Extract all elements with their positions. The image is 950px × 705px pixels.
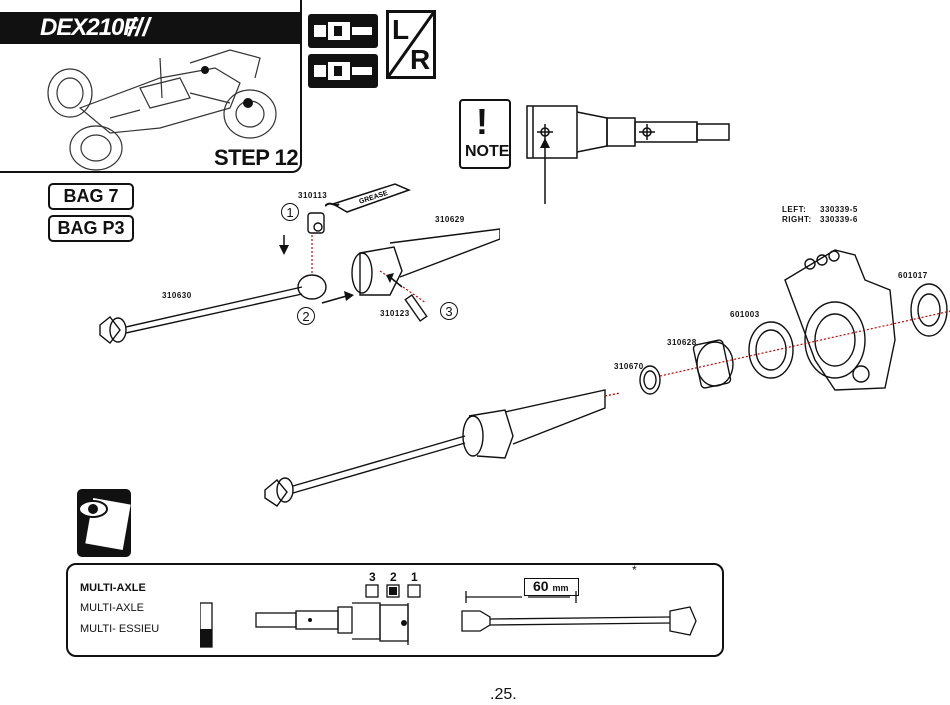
side-indicator-top	[308, 14, 378, 48]
brand-slashes-decoration: ///	[128, 12, 150, 42]
part-number-310123: 310123	[380, 309, 410, 318]
order-number: 3	[369, 570, 376, 584]
eye-view-icon	[77, 489, 131, 557]
note-detail-drawing	[526, 105, 730, 204]
lr-divider	[386, 11, 436, 78]
order-number: 2	[390, 570, 397, 584]
side-indicator-bottom	[308, 54, 378, 88]
asterisk: *	[632, 563, 637, 577]
brand-logo: DEX210F	[40, 14, 138, 41]
part-number-601003: 601003	[730, 310, 760, 319]
step-marker-1: 1	[281, 203, 299, 221]
part-number-310628: 310628	[667, 338, 697, 347]
right-label: RIGHT:	[782, 215, 812, 224]
part-number-310630: 310630	[162, 291, 192, 300]
callout-title-alt: MULTI-AXLE	[80, 602, 144, 614]
multi-axle-callout	[66, 563, 724, 657]
part-number-310113: 310113	[298, 191, 328, 200]
left-part-number: 330339-5	[820, 205, 858, 214]
callout-title: MULTI-AXLE	[80, 582, 146, 594]
left-letter: L	[392, 14, 410, 45]
left-label: LEFT:	[782, 205, 807, 214]
step-marker-2: 2	[297, 307, 315, 325]
bag-label: BAG P3	[48, 215, 134, 242]
grease-tube-icon: GREASE	[325, 183, 412, 213]
right-part-number: 330339-6	[820, 215, 858, 224]
step-header-panel	[0, 0, 302, 173]
step-marker-3: 3	[440, 302, 458, 320]
axle-pictogram-icon	[314, 62, 372, 80]
exclamation-icon: !	[476, 101, 488, 142]
axle-pictogram-icon	[314, 22, 372, 40]
length-indicator: 60 mm	[524, 578, 579, 596]
part-number-310670: 310670	[614, 362, 644, 371]
order-number: 1	[411, 570, 418, 584]
bag-label: BAG 7	[48, 183, 134, 210]
length-unit: mm	[552, 583, 569, 593]
note-box	[459, 99, 511, 169]
step-title: STEP 12	[214, 145, 299, 170]
length-value: 60	[533, 578, 549, 594]
upper-assembly-drawing	[99, 212, 500, 344]
brand-bar	[0, 12, 302, 44]
lower-assembly-drawing	[264, 249, 950, 507]
callout-title-fr: MULTI- ESSIEU	[80, 623, 160, 635]
right-letter: R	[410, 44, 431, 75]
note-label: NOTE	[465, 143, 510, 160]
callout-drawing	[200, 584, 697, 648]
part-number-601017: 601017	[898, 271, 928, 280]
buggy-illustration	[47, 49, 277, 171]
page-number: .25.	[490, 686, 517, 703]
part-number-310629: 310629	[435, 215, 465, 224]
